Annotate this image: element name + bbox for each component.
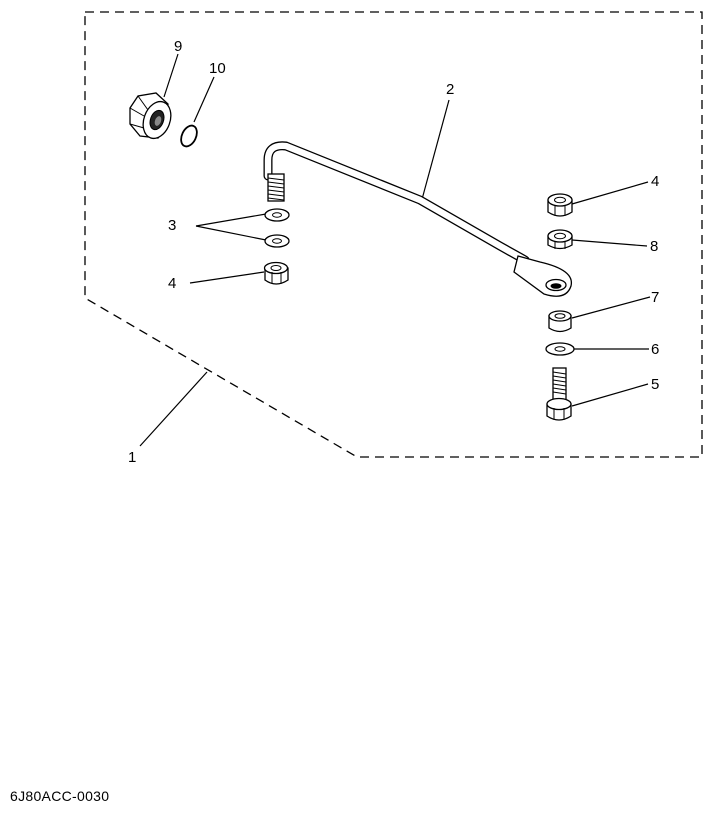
bolt-5 — [546, 367, 572, 421]
flange-nut-9 — [129, 92, 172, 140]
nut-left — [263, 261, 289, 285]
nut-right — [547, 193, 573, 217]
drawing-code: 6J80ACC-0030 — [10, 788, 110, 804]
callout-6: 6 — [651, 341, 659, 358]
callout-10: 10 — [209, 60, 226, 77]
callout-1: 1 — [128, 449, 136, 466]
callout-4-right: 4 — [651, 173, 659, 190]
steering-rod — [263, 141, 573, 297]
callout-9: 9 — [174, 38, 182, 55]
callout-8: 8 — [650, 238, 658, 255]
kit-boundary-dashed — [84, 11, 703, 458]
callout-7: 7 — [651, 289, 659, 306]
callout-3: 3 — [168, 217, 176, 234]
leader-lines — [139, 53, 651, 447]
callout-5: 5 — [651, 376, 659, 393]
callout-2: 2 — [446, 81, 454, 98]
callout-4-left: 4 — [168, 275, 176, 292]
washer-6 — [545, 342, 575, 356]
collar-7 — [548, 310, 572, 333]
washer-left-lower — [264, 234, 290, 248]
washer-left-upper — [264, 208, 290, 222]
o-ring-10 — [180, 124, 198, 148]
nut-8 — [547, 229, 573, 250]
